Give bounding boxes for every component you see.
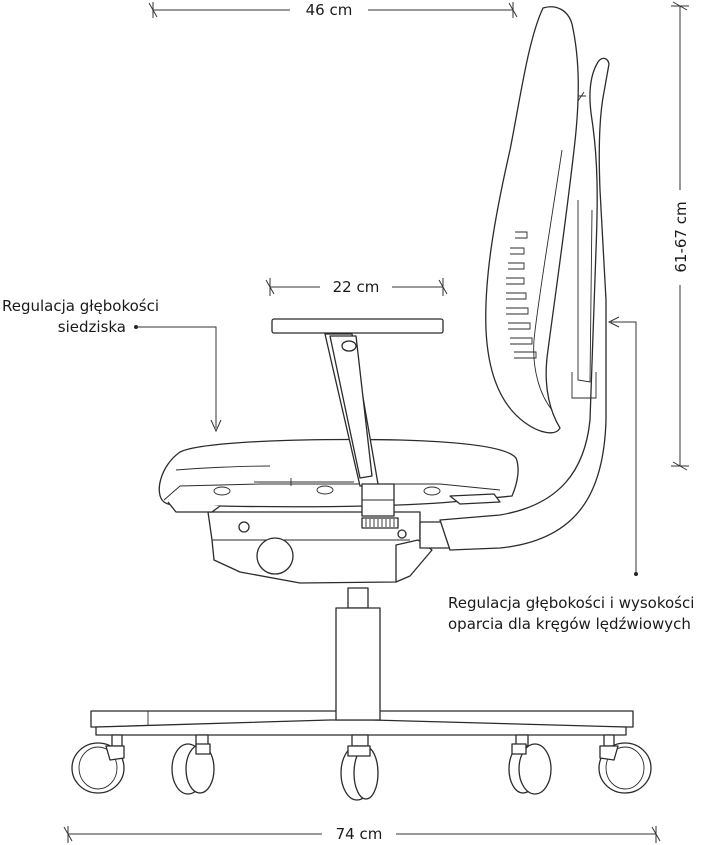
callout-seat-depth: Regulacja głębokości siedziska (2, 296, 172, 338)
caster-wheel (598, 742, 652, 794)
callout-seat-depth-line2: siedziska (57, 318, 126, 336)
callout-seat-depth-leader (134, 325, 222, 433)
dimension-top-width-label: 46 cm (306, 1, 353, 19)
caster-wheels (71, 742, 652, 801)
armrest (271, 318, 444, 517)
caster-wheel (171, 743, 215, 795)
dimension-top-width: 46 cm (148, 1, 518, 19)
caster-wheel (508, 743, 552, 795)
dimension-armrest-width: 22 cm (265, 278, 448, 296)
back-support-frame (439, 57, 610, 551)
callout-lumbar-leader (607, 316, 638, 576)
callout-lumbar-line1: Regulacja głębokości i wysokości (448, 594, 695, 612)
seat-mechanism (207, 511, 451, 584)
seat-cushion (158, 438, 519, 513)
callout-seat-depth-line1: Regulacja głębokości (2, 297, 160, 315)
callout-lumbar-line2: oparcia dla kręgów lędźwiowych (448, 615, 691, 633)
dimension-backrest-height-label: 61-67 cm (672, 201, 690, 272)
dimension-base-width: 74 cm (63, 825, 661, 843)
dimension-base-width-label: 74 cm (336, 825, 383, 843)
caster-wheel (71, 742, 125, 794)
callout-lumbar: Regulacja głębokości i wysokości oparcia… (448, 593, 694, 635)
lumbar-slats (506, 231, 537, 359)
backrest (485, 6, 579, 434)
dimension-backrest-height: 61-67 cm (671, 1, 690, 471)
caster-wheel (340, 745, 379, 801)
dimension-armrest-width-label: 22 cm (333, 278, 380, 296)
gas-lift-column (335, 587, 381, 721)
